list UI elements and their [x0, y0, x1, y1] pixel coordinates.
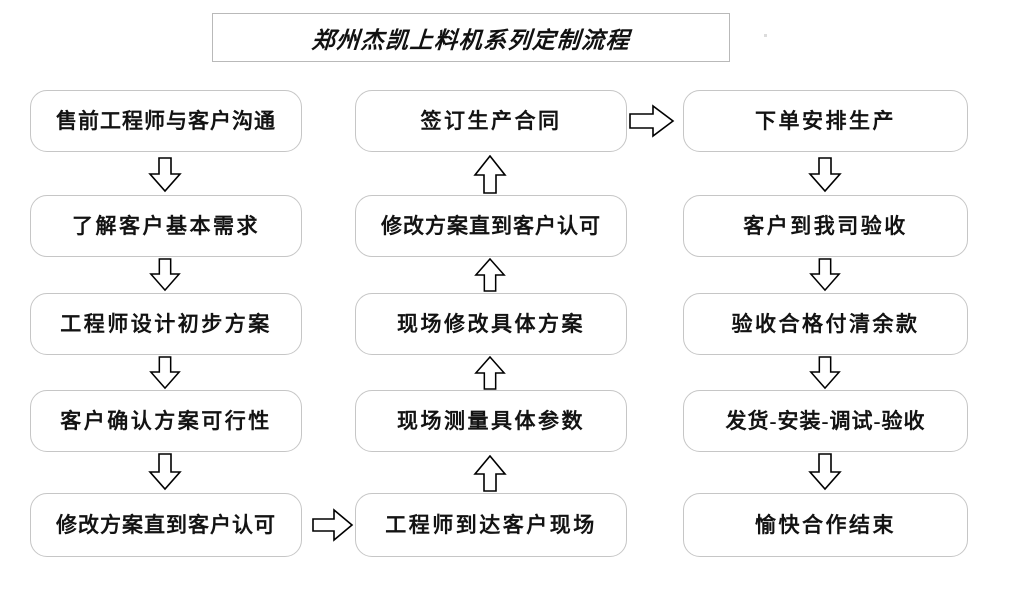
node-m3[interactable]: 现场修改具体方案 [355, 293, 627, 355]
arrow-right-icon [629, 104, 675, 138]
node-l5[interactable]: 修改方案直到客户认可 [30, 493, 302, 557]
arrow-down-icon [148, 157, 182, 193]
arrow-up-icon [473, 155, 507, 195]
arrow-down-icon [148, 356, 182, 390]
arrow-down-icon [148, 258, 182, 292]
node-m1[interactable]: 签订生产合同 [355, 90, 627, 152]
node-r2[interactable]: 客户到我司验收 [683, 195, 968, 257]
arrow-down-icon [808, 453, 842, 491]
node-r5[interactable]: 愉快合作结束 [683, 493, 968, 557]
node-r4[interactable]: 发货-安装-调试-验收 [683, 390, 968, 452]
node-label: 售前工程师与客户沟通 [56, 108, 276, 133]
node-l4[interactable]: 客户确认方案可行性 [30, 390, 302, 452]
speck-artifact [764, 34, 767, 37]
page-title: 郑州杰凯上料机系列定制流程 [310, 27, 631, 53]
node-label: 签订生产合同 [420, 108, 562, 133]
node-label: 下单安排生产 [755, 108, 896, 133]
arrow-down-icon [808, 356, 842, 390]
node-label: 修改方案直到客户认可 [381, 213, 601, 238]
node-label: 愉快合作结束 [755, 512, 896, 537]
node-r3[interactable]: 验收合格付清余款 [683, 293, 968, 355]
node-label: 工程师到达客户现场 [385, 512, 597, 537]
node-label: 客户确认方案可行性 [60, 408, 272, 433]
node-m4[interactable]: 现场测量具体参数 [355, 390, 627, 452]
arrow-down-icon [808, 157, 842, 193]
node-label: 客户到我司验收 [743, 213, 908, 238]
node-l2[interactable]: 了解客户基本需求 [30, 195, 302, 257]
node-m5[interactable]: 工程师到达客户现场 [355, 493, 627, 557]
arrow-down-icon [148, 453, 182, 491]
node-label: 了解客户基本需求 [72, 213, 260, 238]
node-l1[interactable]: 售前工程师与客户沟通 [30, 90, 302, 152]
arrow-right-icon [312, 508, 354, 542]
node-label: 验收合格付清余款 [731, 311, 920, 336]
diagram-title-box: 郑州杰凯上料机系列定制流程 [212, 13, 730, 62]
node-r1[interactable]: 下单安排生产 [683, 90, 968, 152]
arrow-up-icon [473, 356, 507, 390]
arrow-down-icon [808, 258, 842, 292]
node-l3[interactable]: 工程师设计初步方案 [30, 293, 302, 355]
node-m2[interactable]: 修改方案直到客户认可 [355, 195, 627, 257]
arrow-up-icon [473, 455, 507, 493]
node-label: 发货-安装-调试-验收 [725, 408, 926, 433]
node-label: 现场修改具体方案 [397, 311, 585, 336]
node-label: 现场测量具体参数 [397, 408, 585, 433]
arrow-up-icon [473, 258, 507, 292]
node-label: 修改方案直到客户认可 [56, 512, 276, 537]
node-label: 工程师设计初步方案 [60, 311, 272, 336]
